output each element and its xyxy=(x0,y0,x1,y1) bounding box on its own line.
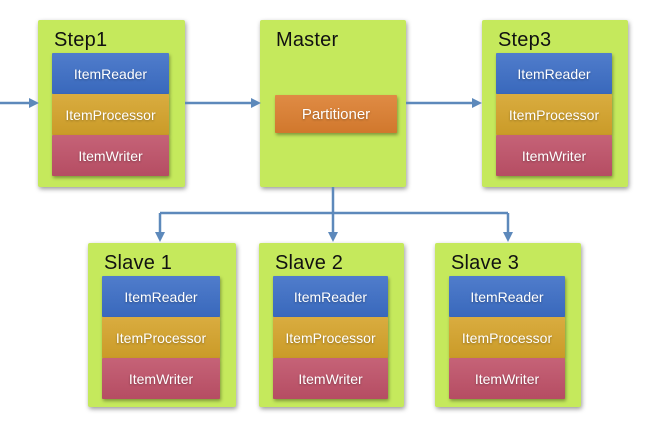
node-step3: Step3 ItemReader ItemProcessor ItemWrite… xyxy=(482,20,628,187)
node-master: Master Partitioner xyxy=(260,20,406,187)
bar-label: ItemReader xyxy=(470,288,544,305)
item-reader-bar: ItemReader xyxy=(52,53,169,94)
component-stack: Partitioner xyxy=(275,95,397,133)
node-title: Slave 3 xyxy=(451,252,520,274)
item-writer-bar: ItemWriter xyxy=(496,135,612,176)
node-title: Step1 xyxy=(54,29,108,51)
item-processor-bar: ItemProcessor xyxy=(496,94,612,135)
item-reader-bar: ItemReader xyxy=(273,276,388,317)
item-processor-bar: ItemProcessor xyxy=(273,317,388,358)
component-stack: ItemReader ItemProcessor ItemWriter xyxy=(102,276,220,399)
bar-label: ItemWriter xyxy=(521,147,587,164)
node-title: Slave 2 xyxy=(275,252,344,274)
bar-label: ItemReader xyxy=(517,65,591,82)
node-title: Master xyxy=(276,29,339,51)
item-writer-bar: ItemWriter xyxy=(449,358,565,399)
item-reader-bar: ItemReader xyxy=(102,276,220,317)
item-processor-bar: ItemProcessor xyxy=(52,94,169,135)
item-writer-bar: ItemWriter xyxy=(52,135,169,176)
arrow-master-to-step3 xyxy=(406,98,482,108)
component-stack: ItemReader ItemProcessor ItemWriter xyxy=(273,276,388,399)
bar-label: ItemWriter xyxy=(78,147,143,164)
node-title: Step3 xyxy=(498,29,552,51)
component-stack: ItemReader ItemProcessor ItemWriter xyxy=(52,53,169,176)
bar-label: ItemProcessor xyxy=(115,329,207,346)
node-slave3: Slave 3 ItemReader ItemProcessor ItemWri… xyxy=(435,243,581,407)
item-reader-bar: ItemReader xyxy=(496,53,612,94)
arrow-into-step1 xyxy=(0,98,39,108)
bar-label: ItemReader xyxy=(124,288,198,305)
partitioner-bar: Partitioner xyxy=(275,95,397,133)
bar-label: ItemWriter xyxy=(128,370,194,387)
component-stack: ItemReader ItemProcessor ItemWriter xyxy=(449,276,565,399)
component-stack: ItemReader ItemProcessor ItemWriter xyxy=(496,53,612,176)
bar-label: ItemWriter xyxy=(298,370,363,387)
node-step1: Step1 ItemReader ItemProcessor ItemWrite… xyxy=(38,20,185,187)
branch-master-to-slaves xyxy=(155,187,513,242)
bar-label: ItemReader xyxy=(293,288,368,305)
bar-label: ItemProcessor xyxy=(285,329,376,346)
item-processor-bar: ItemProcessor xyxy=(102,317,220,358)
bar-label: ItemReader xyxy=(73,65,148,82)
bar-label: Partitioner xyxy=(301,105,371,123)
item-reader-bar: ItemReader xyxy=(449,276,565,317)
node-title: Slave 1 xyxy=(104,252,173,274)
bar-label: ItemWriter xyxy=(474,370,540,387)
node-slave1: Slave 1 ItemReader ItemProcessor ItemWri… xyxy=(88,243,236,407)
item-writer-bar: ItemWriter xyxy=(273,358,388,399)
bar-label: ItemProcessor xyxy=(508,106,600,123)
bar-label: ItemProcessor xyxy=(461,329,553,346)
node-slave2: Slave 2 ItemReader ItemProcessor ItemWri… xyxy=(259,243,404,407)
arrow-step1-to-master xyxy=(185,98,261,108)
item-writer-bar: ItemWriter xyxy=(102,358,220,399)
item-processor-bar: ItemProcessor xyxy=(449,317,565,358)
bar-label: ItemProcessor xyxy=(65,106,156,123)
